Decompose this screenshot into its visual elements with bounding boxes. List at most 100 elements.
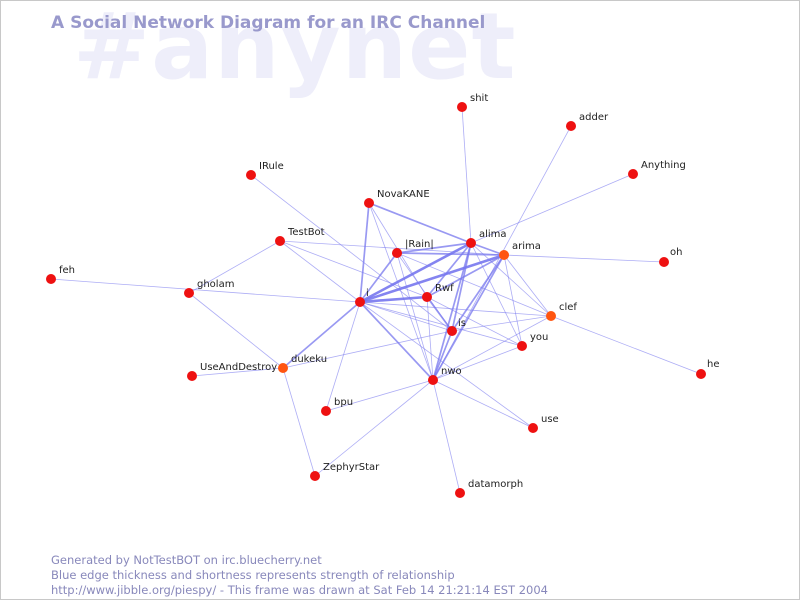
edge-Rain-i <box>359 252 398 303</box>
edge-arima-Rwf <box>426 254 505 298</box>
node-label: alima <box>479 229 507 240</box>
footer-line-legend: Blue edge thickness and shortness repres… <box>51 568 455 582</box>
node-bpu: bpu <box>321 397 353 416</box>
node-dot <box>499 250 509 260</box>
node-rwf: Rwf <box>422 283 454 302</box>
node-i: i <box>355 288 369 307</box>
node-rain: |Rain| <box>392 239 434 258</box>
edge-nwo-you <box>432 345 523 381</box>
node-use: use <box>528 414 559 433</box>
footer-line-source: http://www.jibble.org/piespy/ - This fra… <box>51 583 548 597</box>
node-gholam: gholam <box>184 279 234 298</box>
edge-i-bpu <box>325 301 361 412</box>
edge-gholam-dukeku <box>188 292 284 369</box>
node-label: clef <box>559 302 577 313</box>
node-clef: clef <box>546 302 577 321</box>
node-feh: feh <box>46 265 75 284</box>
node-label: use <box>541 414 559 425</box>
node-he: he <box>696 359 720 379</box>
footer: Generated by NotTestBOT on irc.bluecherr… <box>51 553 548 598</box>
edge-nwo-bpu <box>325 379 434 412</box>
node-label: NovaKANE <box>377 189 430 200</box>
edge-arima-clef <box>503 254 552 317</box>
edge-alima-nwo <box>432 242 472 381</box>
edge-feh-i <box>50 278 361 303</box>
node-anything: Anything <box>628 160 686 179</box>
node-dot <box>528 423 538 433</box>
node-dot <box>457 102 467 112</box>
node-arima: arima <box>499 241 541 260</box>
edge-Rain-clef <box>396 252 552 317</box>
edge-alima-arima <box>470 242 505 256</box>
edge-Rwf-is <box>426 296 453 332</box>
edge-TestBot-arima <box>279 240 505 256</box>
node-label: adder <box>579 112 609 123</box>
node-testbot: TestBot <box>275 227 325 246</box>
diagram-title: A Social Network Diagram for an IRC Chan… <box>51 13 486 33</box>
node-label: Rwf <box>435 283 454 294</box>
node-label: Anything <box>641 160 686 171</box>
edge-shit-alima <box>461 106 472 244</box>
edge-i-you <box>359 301 523 347</box>
edge-Rwf-nwo <box>426 296 434 381</box>
node-dukeku: dukeku <box>278 354 327 373</box>
node-label: feh <box>59 265 75 276</box>
edge-i-clef <box>359 301 552 317</box>
edge-is-dukeku <box>282 330 453 369</box>
node-label: TestBot <box>287 227 325 238</box>
edge-nwo-datamorph <box>432 379 461 494</box>
node-dot <box>422 292 432 302</box>
node-label: gholam <box>197 279 234 290</box>
edge-is-nwo <box>432 330 453 381</box>
node-useanddestroy: UseAndDestroy <box>187 362 277 381</box>
footer-line-generator: Generated by NotTestBOT on irc.bluecherr… <box>51 553 322 567</box>
node-label: i <box>366 288 369 299</box>
edge-i-nwo <box>359 301 434 381</box>
edge-alima-clef <box>470 242 552 317</box>
edge-NovaKANE-alima <box>368 202 472 244</box>
node-label: you <box>530 332 548 343</box>
edge-arima-i <box>359 253 505 304</box>
edge-i-Rwf <box>359 295 428 304</box>
node-dot <box>546 311 556 321</box>
node-dot <box>364 198 374 208</box>
node-dot <box>628 169 638 179</box>
node-dot <box>246 170 256 180</box>
node-label: ZephyrStar <box>323 462 380 473</box>
node-shit: shit <box>457 93 488 112</box>
channel-watermark: #anynet <box>73 0 517 100</box>
node-dot <box>466 238 476 248</box>
edge-alima-you <box>470 242 523 347</box>
edge-Rain-nwo <box>396 252 434 381</box>
node-label: shit <box>470 93 488 104</box>
node-you: you <box>517 332 548 351</box>
node-label: he <box>707 359 720 370</box>
edge-arima-nwo <box>432 254 505 381</box>
edge-layer <box>50 106 702 494</box>
node-nwo: nwo <box>428 366 462 385</box>
node-is: is <box>447 318 466 336</box>
edge-i-is <box>359 301 453 332</box>
edge-alima-i <box>359 241 472 304</box>
node-label: datamorph <box>468 479 523 490</box>
edge-i-dukeku <box>282 301 361 369</box>
node-dot <box>46 274 56 284</box>
node-label: nwo <box>441 366 462 377</box>
node-dot <box>275 236 285 246</box>
edge-dukeku-ZephyrStar <box>282 367 316 477</box>
node-dot <box>355 297 365 307</box>
edge-clef-he <box>550 315 702 375</box>
edge-IRule-is <box>250 174 453 332</box>
node-dot <box>392 248 402 258</box>
node-dot <box>566 121 576 131</box>
node-dot <box>517 341 527 351</box>
edge-arima-you <box>503 254 523 347</box>
node-dot <box>696 369 706 379</box>
node-label: is <box>458 318 466 329</box>
node-dot <box>184 288 194 298</box>
node-label: UseAndDestroy <box>200 362 277 373</box>
edge-alima-Rwf <box>426 242 472 298</box>
node-oh: oh <box>659 247 682 267</box>
